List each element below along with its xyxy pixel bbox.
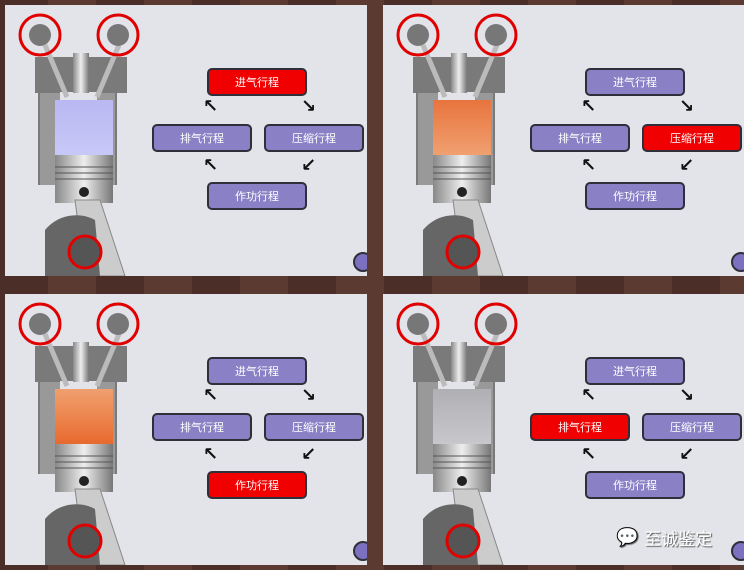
wechat-icon: 💬: [616, 527, 639, 548]
engine-illustration: [18, 302, 140, 565]
crank-highlight-ring: [67, 523, 103, 559]
cycle-arrow-icon: ↖: [203, 385, 219, 406]
cycle-arrow-icon: ↖: [581, 96, 597, 117]
stage-box-intake: 进气行程: [207, 357, 307, 385]
engine-illustration: [396, 13, 518, 276]
cylinder-charge: [433, 100, 491, 155]
cycle-arrow-icon: ↘: [301, 385, 317, 406]
exhaust-cam: [485, 313, 507, 335]
crank-highlight-ring: [445, 234, 481, 270]
panel-compression-stroke: 进气行程压缩行程作功行程 排气行程 ↖ ↘ ↙ ↖: [383, 5, 744, 276]
stage-box-compression: 压缩行程: [264, 124, 364, 152]
engine-illustration: [396, 302, 518, 565]
cycle-arrow-icon: ↖: [581, 444, 597, 465]
spark-plug: [451, 342, 467, 382]
cylinder-charge: [433, 389, 491, 444]
stage-box-exhaust: 排气行程: [530, 413, 630, 441]
panel-power-stroke: 进气行程压缩行程作功行程 排气行程 ↖ ↘ ↙ ↖: [5, 294, 367, 565]
cycle-arrow-icon: ↖: [581, 155, 597, 176]
intake-cam: [29, 313, 51, 335]
engine-illustration: [18, 13, 140, 276]
cycle-arrow-icon: ↙: [301, 444, 317, 465]
stage-box-power: 作功行程: [585, 471, 685, 499]
exhaust-cam-ring: [96, 13, 140, 57]
stage-box-power: 作功行程: [207, 471, 307, 499]
crank-highlight-ring: [67, 234, 103, 270]
cycle-arrow-icon: ↖: [203, 96, 219, 117]
nav-button[interactable]: [731, 252, 744, 272]
stage-box-power: 作功行程: [585, 182, 685, 210]
stage-box-exhaust: 排气行程: [152, 124, 252, 152]
stage-box-intake: 进气行程: [585, 357, 685, 385]
watermark: 💬 至诚鉴定: [616, 525, 712, 550]
intake-cam-ring: [18, 13, 62, 57]
exhaust-cam: [107, 313, 129, 335]
panel-intake-stroke: 进气行程压缩行程作功行程 排气行程 ↖ ↘ ↙ ↖: [5, 5, 367, 276]
intake-cam-ring: [18, 302, 62, 346]
cycle-arrow-icon: ↖: [581, 385, 597, 406]
stage-box-compression: 压缩行程: [642, 413, 742, 441]
exhaust-cam: [485, 24, 507, 46]
exhaust-cam-ring: [96, 302, 140, 346]
stage-box-exhaust: 排气行程: [530, 124, 630, 152]
exhaust-cam-ring: [474, 302, 518, 346]
spark-plug: [73, 53, 89, 93]
stage-box-intake: 进气行程: [207, 68, 307, 96]
cycle-arrow-icon: ↘: [301, 96, 317, 117]
watermark-text: 至诚鉴定: [644, 530, 713, 550]
spark-plug: [451, 53, 467, 93]
stage-box-exhaust: 排气行程: [152, 413, 252, 441]
panel-exhaust-stroke: 进气行程压缩行程作功行程 排气行程 ↖ ↘ ↙ ↖: [383, 294, 744, 565]
exhaust-cam-ring: [474, 13, 518, 57]
cycle-arrow-icon: ↙: [301, 155, 317, 176]
cycle-arrow-icon: ↖: [203, 155, 219, 176]
nav-button[interactable]: [353, 541, 367, 561]
intake-cam: [407, 313, 429, 335]
nav-button[interactable]: [353, 252, 367, 272]
cylinder-charge: [55, 389, 113, 444]
crank-highlight-ring: [445, 523, 481, 559]
cycle-arrow-icon: ↙: [679, 155, 695, 176]
exhaust-cam: [107, 24, 129, 46]
nav-button[interactable]: [731, 541, 744, 561]
cycle-arrow-icon: ↘: [679, 96, 695, 117]
cycle-arrow-icon: ↘: [679, 385, 695, 406]
spark-plug: [73, 342, 89, 382]
stage-box-compression: 压缩行程: [642, 124, 742, 152]
cycle-arrow-icon: ↖: [203, 444, 219, 465]
stage-box-power: 作功行程: [207, 182, 307, 210]
intake-cam: [29, 24, 51, 46]
stage-box-compression: 压缩行程: [264, 413, 364, 441]
cylinder-charge: [55, 100, 113, 155]
intake-cam-ring: [396, 13, 440, 57]
cycle-arrow-icon: ↙: [679, 444, 695, 465]
intake-cam-ring: [396, 302, 440, 346]
intake-cam: [407, 24, 429, 46]
stage-box-intake: 进气行程: [585, 68, 685, 96]
